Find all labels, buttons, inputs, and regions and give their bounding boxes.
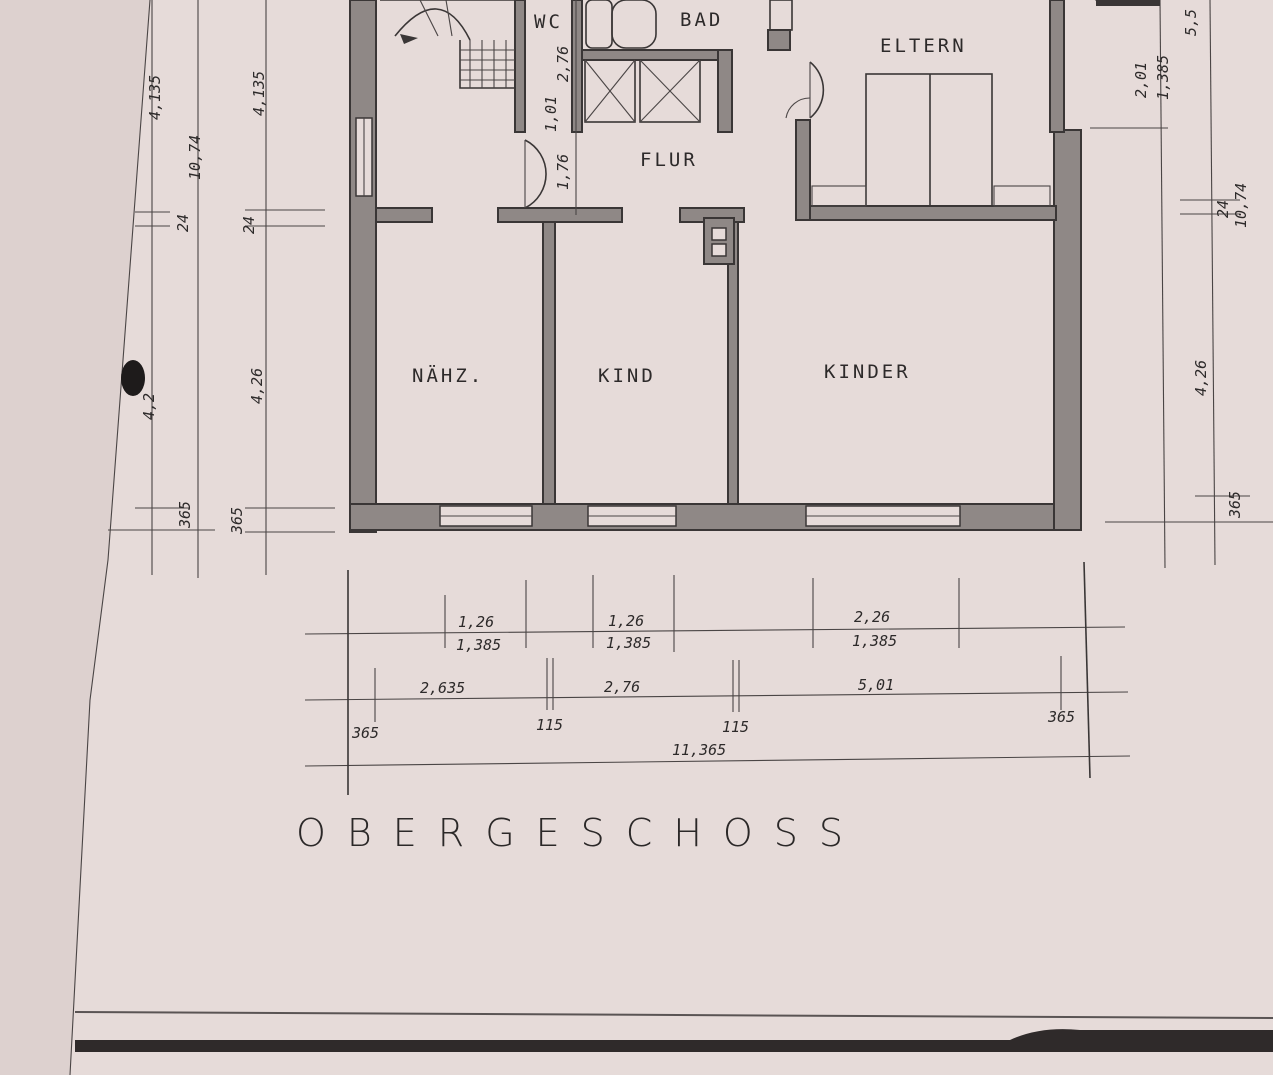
wall-outer-right	[1053, 129, 1082, 531]
page-fold-edge	[69, 0, 151, 1075]
shower-2	[639, 59, 701, 123]
dim-left-10: 4,2	[140, 393, 158, 420]
wall-stair-right	[514, 0, 526, 133]
dimension-lines-bottom	[304, 561, 1131, 795]
dim-left-3: 24	[174, 214, 192, 232]
wall-mid-2	[497, 207, 623, 223]
dim-right-4: 24	[1214, 200, 1232, 218]
doors	[524, 61, 825, 209]
dim-w1-top: 1,26	[458, 613, 494, 631]
dim-inner-3: 1,76	[554, 154, 572, 190]
dim-right-2: 1,385	[1154, 55, 1172, 100]
door-eltern	[809, 61, 825, 119]
wall-wc-right	[571, 0, 583, 133]
wall-part-1	[542, 221, 556, 505]
dim-left-2: 10,74	[186, 135, 204, 180]
wall-bad-right	[717, 49, 733, 133]
wall-eltern-right	[1049, 0, 1065, 133]
bathtub	[611, 0, 657, 49]
dim-left-5: 365	[176, 501, 194, 529]
dimension-lines-right	[1090, 0, 1273, 569]
dim-left-7: 24	[240, 216, 258, 234]
room-label-kind: KIND	[598, 365, 656, 387]
dim-outer-right: 365	[1047, 708, 1075, 726]
dim-inner-wall-2: 115	[722, 718, 749, 736]
dim-total: 11,365	[672, 741, 726, 759]
dim-inner-1: 2,76	[554, 46, 572, 82]
dim-right-7: 365	[1226, 491, 1244, 519]
plan-title: OBERGESCHOSS	[296, 811, 864, 855]
door-naehz	[524, 139, 547, 209]
windows	[355, 117, 961, 527]
dim-right-5: 10,74	[1232, 183, 1250, 228]
wardrobe	[811, 73, 1051, 207]
room-label-flur: FLUR	[640, 149, 698, 171]
staircase	[380, 0, 516, 89]
dim-w2-bot: 1,385	[606, 634, 651, 652]
wall-outer-left	[349, 0, 377, 533]
chimney	[703, 217, 735, 265]
dim-room-2: 2,76	[604, 678, 640, 696]
dim-left-9: 365	[228, 507, 246, 535]
dim-w2-top: 1,26	[608, 612, 644, 630]
page-fold-shadow	[0, 0, 150, 1075]
dim-inner-2: 1,01	[542, 96, 560, 132]
sink	[769, 0, 793, 31]
dimension-lines-left	[108, 0, 335, 578]
punch-hole	[121, 360, 145, 396]
frame-line-thick	[75, 1029, 1273, 1052]
dim-inner-wall-1: 115	[536, 716, 563, 734]
dim-w3-top: 2,26	[854, 608, 890, 626]
dim-left-6: 4,135	[250, 71, 268, 116]
dim-outer-left: 365	[351, 724, 379, 742]
dim-left-8: 4,26	[248, 368, 266, 404]
dim-room-3: 5,01	[858, 676, 894, 694]
room-label-naehz: NÄHZ.	[412, 364, 484, 387]
frame-line-thin	[74, 1011, 1273, 1019]
room-label-kinder: KINDER	[824, 361, 911, 383]
bath-fixtures	[584, 0, 793, 123]
room-label-wc: WC	[534, 11, 563, 33]
wall-bad-bottom	[581, 49, 733, 61]
wall-eltern-left	[795, 119, 811, 221]
wall-mid-4	[795, 205, 1057, 221]
wall-mid-1	[375, 207, 433, 223]
stair-arrow-icon	[400, 34, 418, 44]
shower-1	[584, 59, 636, 123]
room-label-bad: BAD	[680, 9, 723, 31]
dim-right-6: 4,26	[1192, 360, 1210, 396]
wall-stub	[767, 29, 791, 51]
dim-left-1: 4,135	[146, 75, 164, 120]
dim-room-1: 2,635	[420, 679, 465, 697]
room-label-eltern: ELTERN	[880, 35, 967, 57]
dim-w3-bot: 1,385	[852, 632, 897, 650]
dim-right-1: 2,01	[1132, 62, 1150, 98]
dim-right-3: 5,5	[1182, 9, 1200, 36]
dim-w1-bot: 1,385	[456, 636, 501, 654]
